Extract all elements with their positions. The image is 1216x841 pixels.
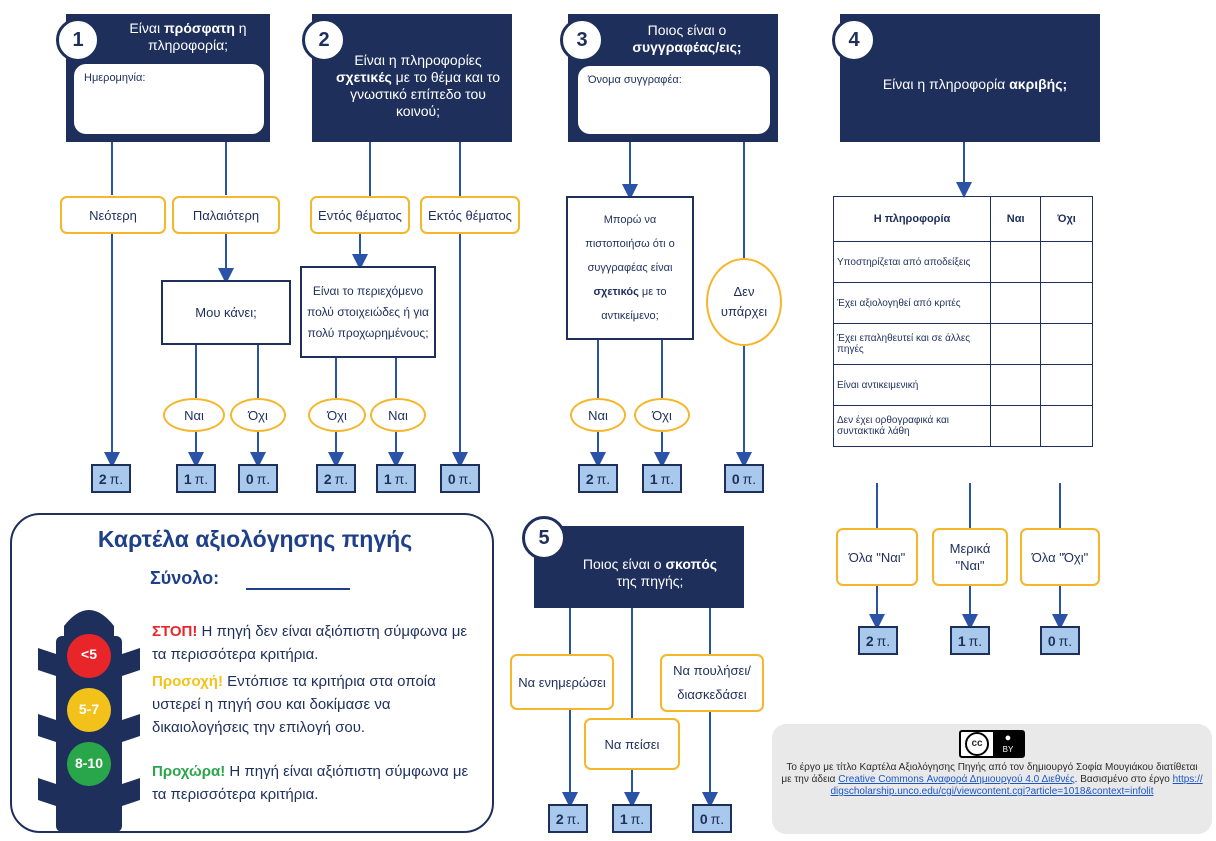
table-row: Δεν έχει ορθογραφικά και συντακτικά λάθη [833,405,1093,447]
q3-author-relevance-question: Μπορώ να πιστοποιήσω ότι ο συγγραφέας εί… [566,196,694,340]
by-icon: ●BY [993,732,1023,756]
q1-suitable-question: Μου κάνει; [161,280,291,345]
q4-header-box [840,14,1100,142]
q4-yes-cell[interactable] [989,241,1042,283]
table-row: Υποστηρίζεται από αποδείξεις [833,241,1093,283]
green-light [67,742,111,786]
traffic-light-icon [38,610,140,832]
q4-criteria-table: Η πληροφορία Ναι Όχι Υποστηρίζεται από α… [833,196,1093,447]
q3-author-field[interactable]: Όνομα συγγραφέα: [578,66,770,134]
q4-no-cell[interactable] [1040,405,1093,447]
yellow-light-label: 5-7 [78,701,100,717]
q2-level-question: Είναι το περιεχόμενο πολύ στοιχειώδες ή … [300,266,436,358]
card-total-label: Σύνολο: [150,568,220,588]
q4-table-header-yes: Ναι [989,196,1042,242]
q2-number-badge: 2 [302,18,346,62]
q4-no-cell[interactable] [1040,282,1093,324]
cc-license-link[interactable]: Creative Commons Αναφορά Δημιουργού 4.0 … [838,774,1075,785]
q4-no-cell[interactable] [1040,323,1093,365]
q1-option-newer: Νεότερη [60,196,166,234]
q1-number-badge: 1 [56,18,100,62]
q2-option-on-topic: Εντός θέματος [310,196,410,234]
q4-option-all-yes: Όλα "Ναι" [836,528,918,586]
table-row: Είναι αντικειμενική [833,364,1093,406]
caution-text: Προσοχή! Εντόπισε τα κριτήρια στα οποία … [152,673,436,736]
q4-yes-cell[interactable] [989,364,1042,406]
red-light-label: <5 [81,646,97,662]
q4-no-cell[interactable] [1040,241,1093,283]
q4-criterion: Υποστηρίζεται από αποδείξεις [833,241,991,283]
q4-yes-cell[interactable] [989,405,1042,447]
q4-option-all-no: Όλα "Όχι" [1020,528,1100,586]
q5-option-persuade: Να πείσει [584,718,680,770]
q4-number-badge: 4 [832,18,876,62]
q2-answer-yes: Ναι [370,398,426,432]
q5-option-inform: Να ενημερώσει [510,654,614,710]
q5-number-badge: 5 [522,516,566,560]
q4-table-header-no: Όχι [1040,196,1093,242]
cc-by-badge: cc ●BY [959,730,1025,758]
q4-yes-cell[interactable] [989,282,1042,324]
q5-header-box [534,526,744,608]
q4-table-header-info: Η πληροφορία [833,196,991,242]
q3-number-badge: 3 [560,18,604,62]
q1-answer-no: Όχι [230,398,286,432]
q3-question: Ποιος είναι ο συγγραφέας/εις; [632,22,742,55]
q3-answer-no: Όχι [634,398,690,432]
q5-question: Ποιος είναι ο σκοπός της πηγής; [582,556,718,589]
q5-option-sell-entertain: Να πουλήσει/ διασκεδάσει [660,654,764,712]
yellow-light [67,688,111,732]
license-text: Το έργο με τίτλο Καρτέλα Αξιολόγησης Πηγ… [781,762,1203,797]
red-light [67,634,111,678]
table-row: Έχει επαληθευτεί και σε άλλες πηγές [833,323,1093,365]
go-text: Προχώρα! Η πηγή είναι αξιόπιστη σύμφωνα … [152,763,469,803]
q4-option-some-yes: Μερικά "Ναι" [932,528,1008,586]
q4-yes-cell[interactable] [989,323,1042,365]
q3-no-author-oval: Δεν υπάρχει [706,258,782,346]
stop-text: ΣΤΟΠ! Η πηγή δεν είναι αξιόπιστη σύμφωνα… [152,623,468,663]
q4-criterion: Δεν έχει ορθογραφικά και συντακτικά λάθη [833,405,991,447]
cc-icon: cc [965,732,989,756]
green-light-label: 8-10 [74,755,104,771]
card-total-line[interactable] [246,588,350,590]
q1-date-field[interactable]: Ημερομηνία: [74,64,264,134]
q4-question: Είναι η πληροφορία ακριβής; [882,76,1068,92]
source-link[interactable]: https://digscholarship.unco.edu/cgi/view… [830,774,1203,797]
table-row: Έχει αξιολογηθεί από κριτές [833,282,1093,324]
q2-question: Είναι η πληροφορίες σχετικές με το θέμα … [335,52,501,119]
q2-answer-no: Όχι [308,398,366,432]
q1-option-older: Παλαιότερη [172,196,280,234]
q1-answer-yes: Ναι [163,398,225,432]
q4-criterion: Είναι αντικειμενική [833,364,991,406]
q4-criterion: Έχει αξιολογηθεί από κριτές [833,282,991,324]
q1-question: Είναι πρόσφατη η πληροφορία; [129,20,247,53]
q2-option-off-topic: Εκτός θέματος [420,196,520,234]
q4-criterion: Έχει επαληθευτεί και σε άλλες πηγές [833,323,991,365]
q3-answer-yes: Ναι [570,398,626,432]
license-box: cc ●BY Το έργο με τίτλο Καρτέλα Αξιολόγη… [772,724,1212,834]
card-title: Καρτέλα αξιολόγησης πηγής [97,526,413,552]
q4-no-cell[interactable] [1040,364,1093,406]
